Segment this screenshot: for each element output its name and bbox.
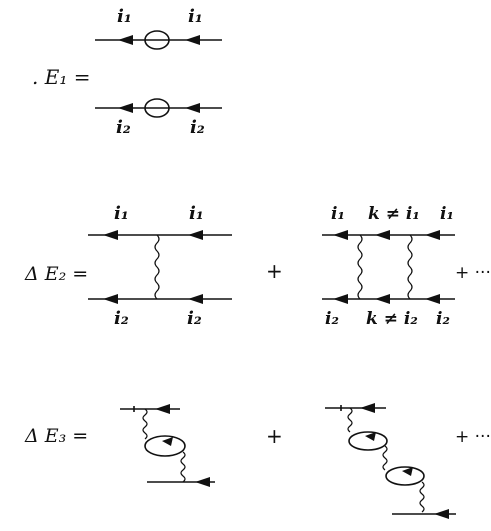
e1-group: . E₁ = i₁ i₁ i₂ i₂ xyxy=(32,6,222,138)
e1-bottom-arrow-right xyxy=(185,103,200,113)
e2-d2-interaction-line-1 xyxy=(357,234,363,300)
e3-d2-bottom-arrow xyxy=(434,509,449,519)
e1-lhs: . E₁ = xyxy=(32,65,90,89)
e2-d1-interaction-line xyxy=(154,234,160,300)
e2-d2-interaction-line-2 xyxy=(407,234,413,300)
e2-d2-top-label-mid: k ≠ i₁ xyxy=(368,204,420,224)
e3-d2-wavy-1 xyxy=(347,407,353,433)
e2-d2-bottom-arrow-right xyxy=(425,294,440,304)
e2-d2-top-label-left: i₁ xyxy=(331,204,345,224)
e2-d2-bottom-label-right: i₂ xyxy=(436,309,450,329)
e3-ellipsis: + ··· xyxy=(455,427,491,447)
e1-bottom-bubble xyxy=(144,98,170,118)
e3-d1-top-arrow xyxy=(155,404,170,414)
e2-d2-top-arrow-mid xyxy=(375,230,390,240)
e2-d2-top-arrow-left xyxy=(333,230,348,240)
e3-group: Δ E₃ = + + xyxy=(24,403,491,519)
e3-d1-wavy-upper xyxy=(142,408,148,440)
e2-d1-top-label-left: i₁ xyxy=(114,203,129,224)
e1-bottom-label-left: i₂ xyxy=(116,117,131,138)
e3-d1-bottom-arrow xyxy=(195,477,210,487)
e3-d2-loop-1-arrow xyxy=(365,432,376,441)
e3-d2-loop-2 xyxy=(385,466,425,486)
e2-group: Δ E₂ = i₁ i₁ i₂ i₂ + i₁ k ≠ i₁ i₁ i₂ k ≠… xyxy=(24,203,491,329)
e1-top-arrow-left xyxy=(118,35,133,45)
e3-d1-loop-arrow xyxy=(162,437,173,446)
e1-top-label-left: i₁ xyxy=(117,6,132,27)
e3-d2-top-arrow xyxy=(360,403,375,413)
e2-d1-bottom-label-right: i₂ xyxy=(187,308,202,329)
e3-d1-loop xyxy=(144,435,186,457)
e2-d1-top-label-right: i₁ xyxy=(189,203,204,224)
e3-lhs: Δ E₃ = xyxy=(24,425,88,447)
e2-d1-top-arrow-left xyxy=(103,230,118,240)
e2-lhs: Δ E₂ = xyxy=(24,263,88,285)
e1-top-bubble xyxy=(144,30,170,50)
e2-d2-top-label-right: i₁ xyxy=(440,204,454,224)
e1-bottom-arrow-left xyxy=(118,103,133,113)
e3-d1-wavy-lower xyxy=(180,451,186,483)
e2-d2-bottom-label-left: i₂ xyxy=(325,309,339,329)
e1-bottom-label-right: i₂ xyxy=(190,117,205,138)
e2-ellipsis: + ··· xyxy=(455,263,491,283)
e2-d1-bottom-arrow-left xyxy=(103,294,118,304)
e2-d1-top-arrow-right xyxy=(188,230,203,240)
e2-d1-bottom-label-left: i₂ xyxy=(114,308,129,329)
e2-d1-bottom-arrow-right xyxy=(188,294,203,304)
e3-d2-wavy-3 xyxy=(419,481,425,513)
e3-d2-wavy-2 xyxy=(382,445,388,471)
e3-d2 xyxy=(325,403,456,519)
e1-top-arrow-right xyxy=(185,35,200,45)
e3-d2-loop-2-arrow xyxy=(402,467,413,476)
e3-plus: + xyxy=(266,424,283,448)
e1-top-label-right: i₁ xyxy=(188,6,203,27)
e3-d1 xyxy=(120,404,215,487)
e2-d2-top-arrow-right xyxy=(425,230,440,240)
e2-d2-bottom-arrow-left xyxy=(333,294,348,304)
e2-d2-bottom-arrow-mid xyxy=(375,294,390,304)
e2-plus: + xyxy=(266,259,283,283)
e2-d2-bottom-label-mid: k ≠ i₂ xyxy=(366,309,418,329)
e3-d2-loop-1 xyxy=(348,431,388,451)
